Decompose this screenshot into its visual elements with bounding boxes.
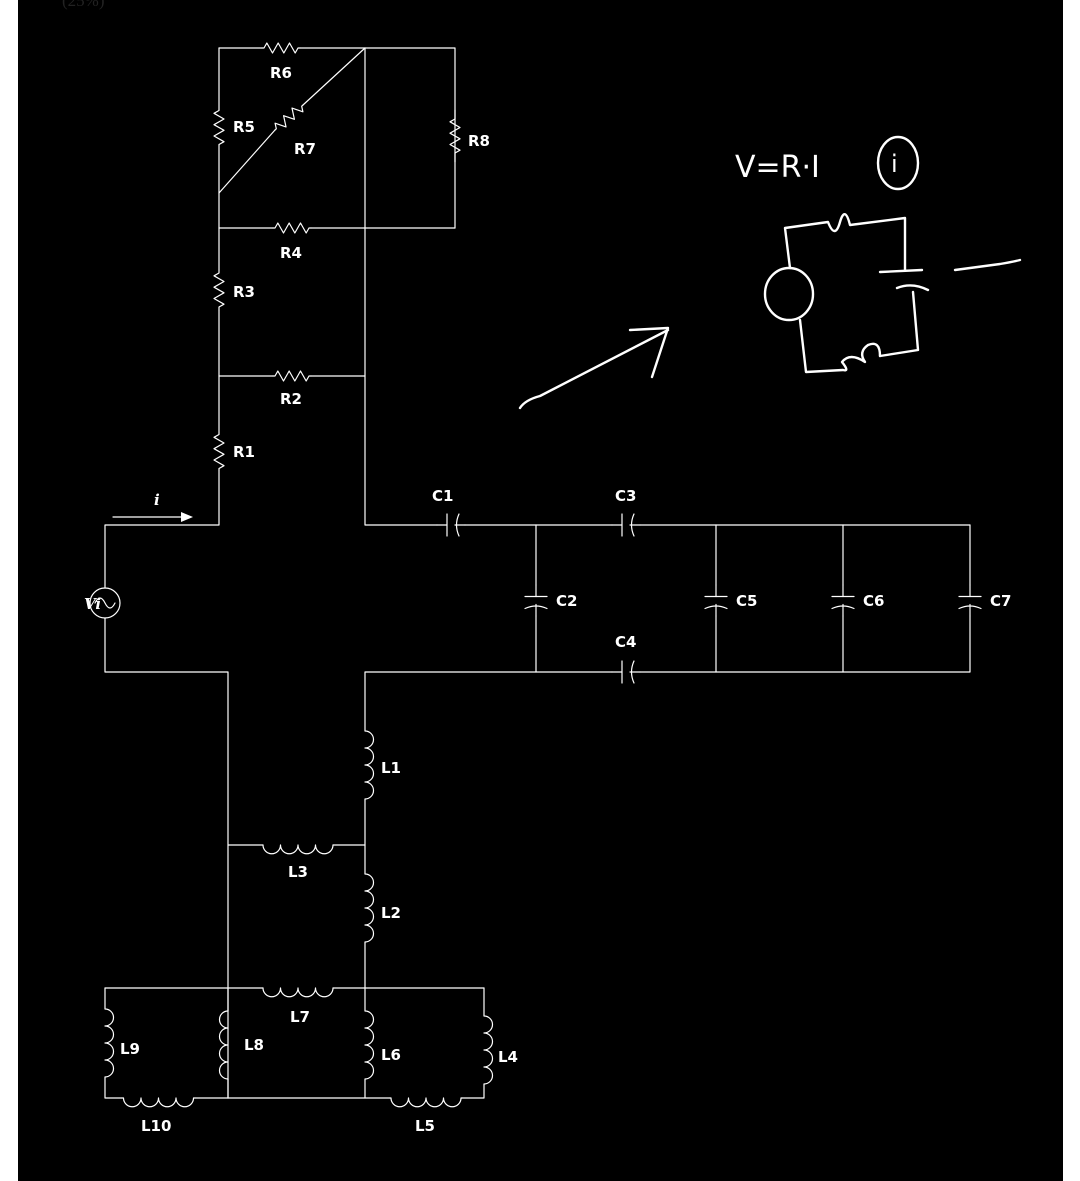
- sketch-cap-plate2: [895, 284, 930, 292]
- inductor-l7: [262, 987, 334, 998]
- circled-letter: i: [891, 150, 898, 178]
- capacitor-c5: [704, 584, 728, 617]
- inductor-l6: [364, 1009, 375, 1081]
- label-l3: L3: [288, 863, 308, 881]
- header-percent: (25%): [62, 0, 105, 10]
- equation-text: V=R·I: [735, 150, 820, 185]
- label-c1: C1: [432, 487, 453, 505]
- wire-bottom-rail-right: [639, 615, 971, 673]
- wire-top-right: [299, 47, 456, 229]
- inductor-l1: [364, 729, 375, 801]
- capacitor-c7: [958, 584, 982, 617]
- label-l6: L6: [381, 1046, 401, 1064]
- circle-mark: [876, 135, 920, 191]
- label-c7: C7: [990, 592, 1011, 610]
- label-r8: R8: [468, 132, 490, 150]
- inductor-l5: [389, 1097, 463, 1108]
- wire-center-trunk: [364, 47, 438, 526]
- current-arrow-head: [181, 512, 193, 522]
- label-r4: R4: [280, 244, 302, 262]
- label-vi: Vi: [84, 595, 101, 613]
- label-l5: L5: [415, 1117, 435, 1135]
- label-c2: C2: [556, 592, 577, 610]
- wire-l6-bottom: [364, 1079, 391, 1099]
- resistor-r5: [213, 109, 225, 146]
- handwritten-annotation: V=R·I i: [518, 135, 1022, 410]
- label-l4: L4: [498, 1048, 518, 1066]
- ac-source: [89, 587, 121, 619]
- inductor-l2: [364, 872, 375, 944]
- resistor-r3: [213, 269, 225, 311]
- sketch-right-wire: [878, 290, 920, 358]
- inductor-l10: [121, 1097, 196, 1108]
- sketch-source: [763, 266, 815, 322]
- sketch-dash: [953, 258, 1022, 272]
- inductor-l9: [104, 1007, 115, 1079]
- diagram-canvas: [18, 0, 1063, 1181]
- capacitor-c6: [831, 584, 855, 617]
- label-l7: L7: [290, 1008, 310, 1026]
- wire-l9-bottom: [104, 1077, 123, 1099]
- resistor-r6: [261, 42, 301, 54]
- wire-diag-high: [302, 47, 366, 106]
- circuit-components: [89, 42, 982, 1108]
- resistor-r1: [213, 432, 225, 471]
- ac-source-wave: [94, 597, 116, 609]
- sketch-arrow-shaft: [518, 328, 670, 410]
- label-r1: R1: [233, 443, 255, 461]
- wire-diag-low: [218, 129, 276, 194]
- label-c3: C3: [615, 487, 636, 505]
- label-l10: L10: [141, 1117, 171, 1135]
- label-r7: R7: [294, 140, 316, 158]
- label-c5: C5: [736, 592, 757, 610]
- sketch-arrow-head: [628, 326, 670, 379]
- wire-source-top: [104, 469, 220, 589]
- label-c4: C4: [615, 633, 636, 651]
- label-current-i: i: [154, 491, 160, 509]
- capacitor-c2: [524, 584, 548, 617]
- inductor-l8: [218, 1009, 229, 1081]
- label-r2: R2: [280, 390, 302, 408]
- label-r6: R6: [270, 64, 292, 82]
- wire-l5-right: [461, 1084, 485, 1099]
- label-r5: R5: [233, 118, 255, 136]
- capacitor-c3: [611, 513, 641, 537]
- label-c6: C6: [863, 592, 884, 610]
- capacitor-c1: [436, 513, 466, 537]
- label-l8: L8: [244, 1036, 264, 1054]
- sketch-cap-plate1: [878, 268, 924, 274]
- wire-source-bottom: [104, 617, 229, 1099]
- resistor-r4: [272, 222, 312, 234]
- resistor-r7: [274, 104, 304, 131]
- capacitor-c4: [611, 660, 641, 684]
- label-l9: L9: [120, 1040, 140, 1058]
- label-r3: R3: [233, 283, 255, 301]
- resistor-r8: [449, 109, 461, 163]
- label-l2: L2: [381, 904, 401, 922]
- wire-bottom-rail-left: [364, 671, 613, 731]
- sketch-top-wire: [783, 213, 907, 272]
- resistor-r2: [272, 370, 312, 382]
- inductor-l3: [262, 844, 334, 855]
- label-l1: L1: [381, 759, 401, 777]
- inductor-l4: [483, 1014, 494, 1086]
- sketch-inductor: [798, 318, 882, 374]
- circuit-wires: [104, 47, 971, 1099]
